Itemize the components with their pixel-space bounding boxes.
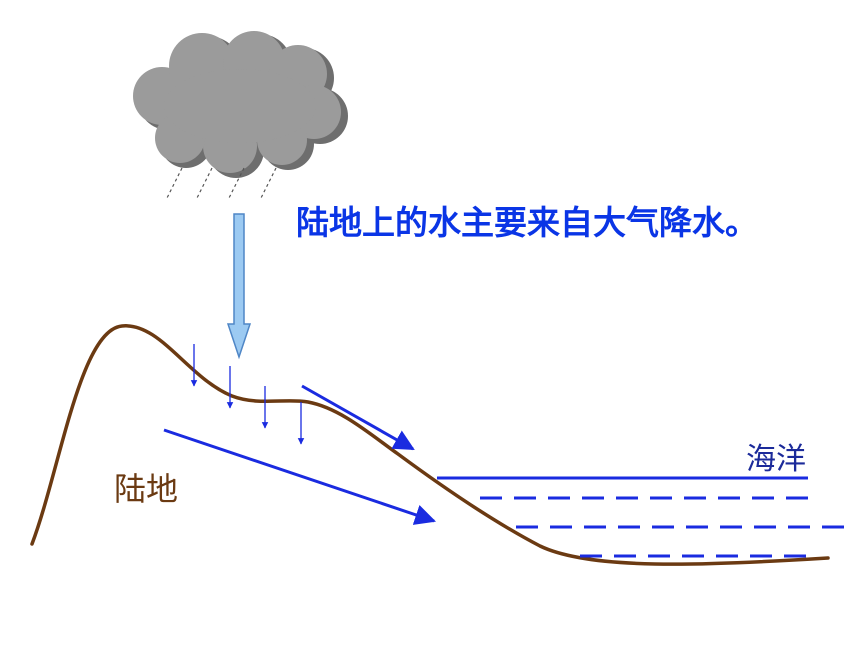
infiltration-arrows [190, 344, 305, 445]
ocean-lines [437, 476, 846, 558]
caption-text: 陆地上的水主要来自大气降水。 [296, 203, 758, 242]
groundwater-flow-arrow [163, 428, 436, 525]
cloud-body [133, 31, 341, 173]
ocean-label: 海洋 [746, 442, 806, 477]
terrain-profile [30, 324, 830, 566]
rain-cloud-icon [133, 31, 348, 201]
down-arrow-icon [226, 213, 252, 360]
surface-runoff-arrow [301, 384, 415, 451]
land-label: 陆地 [114, 470, 179, 508]
